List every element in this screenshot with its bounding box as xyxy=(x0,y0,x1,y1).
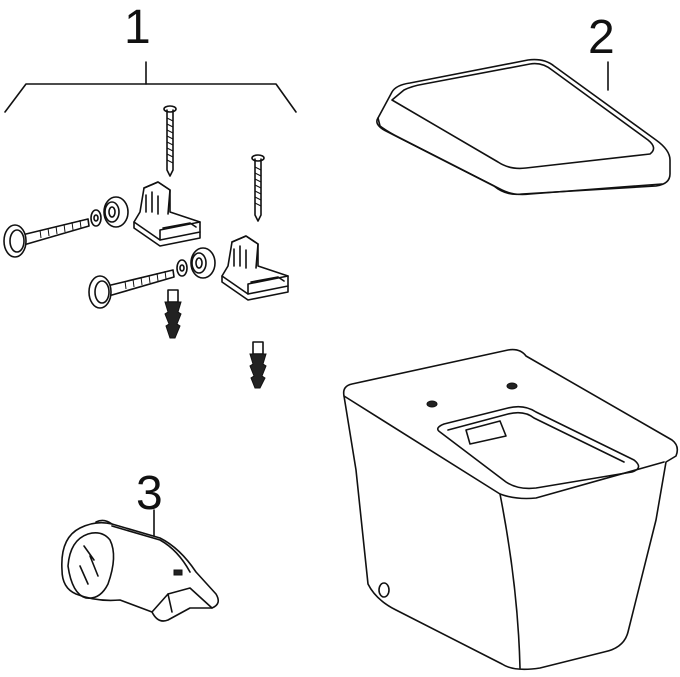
hinge-block xyxy=(134,182,200,246)
vertical-screw xyxy=(164,106,176,176)
washer xyxy=(91,210,101,226)
callout-label-2: 2 xyxy=(588,11,615,64)
rubber-nut xyxy=(191,248,215,278)
wall-plug xyxy=(250,342,266,388)
callout-label-3: 3 xyxy=(136,467,163,520)
hinge-block xyxy=(222,236,288,300)
washer xyxy=(177,260,187,276)
callout-label-1: 1 xyxy=(124,1,151,54)
part-1-hinge-set xyxy=(4,106,288,388)
part-2-seat-cover xyxy=(377,60,670,195)
bolt xyxy=(89,270,174,308)
bolt xyxy=(4,219,89,257)
toilet-bowl xyxy=(344,350,678,670)
part-3-fixing-cover xyxy=(62,510,218,621)
wall-plug xyxy=(165,290,181,338)
rubber-nut xyxy=(104,197,128,227)
vertical-screw xyxy=(252,155,264,221)
part-1-bracket xyxy=(5,62,296,112)
